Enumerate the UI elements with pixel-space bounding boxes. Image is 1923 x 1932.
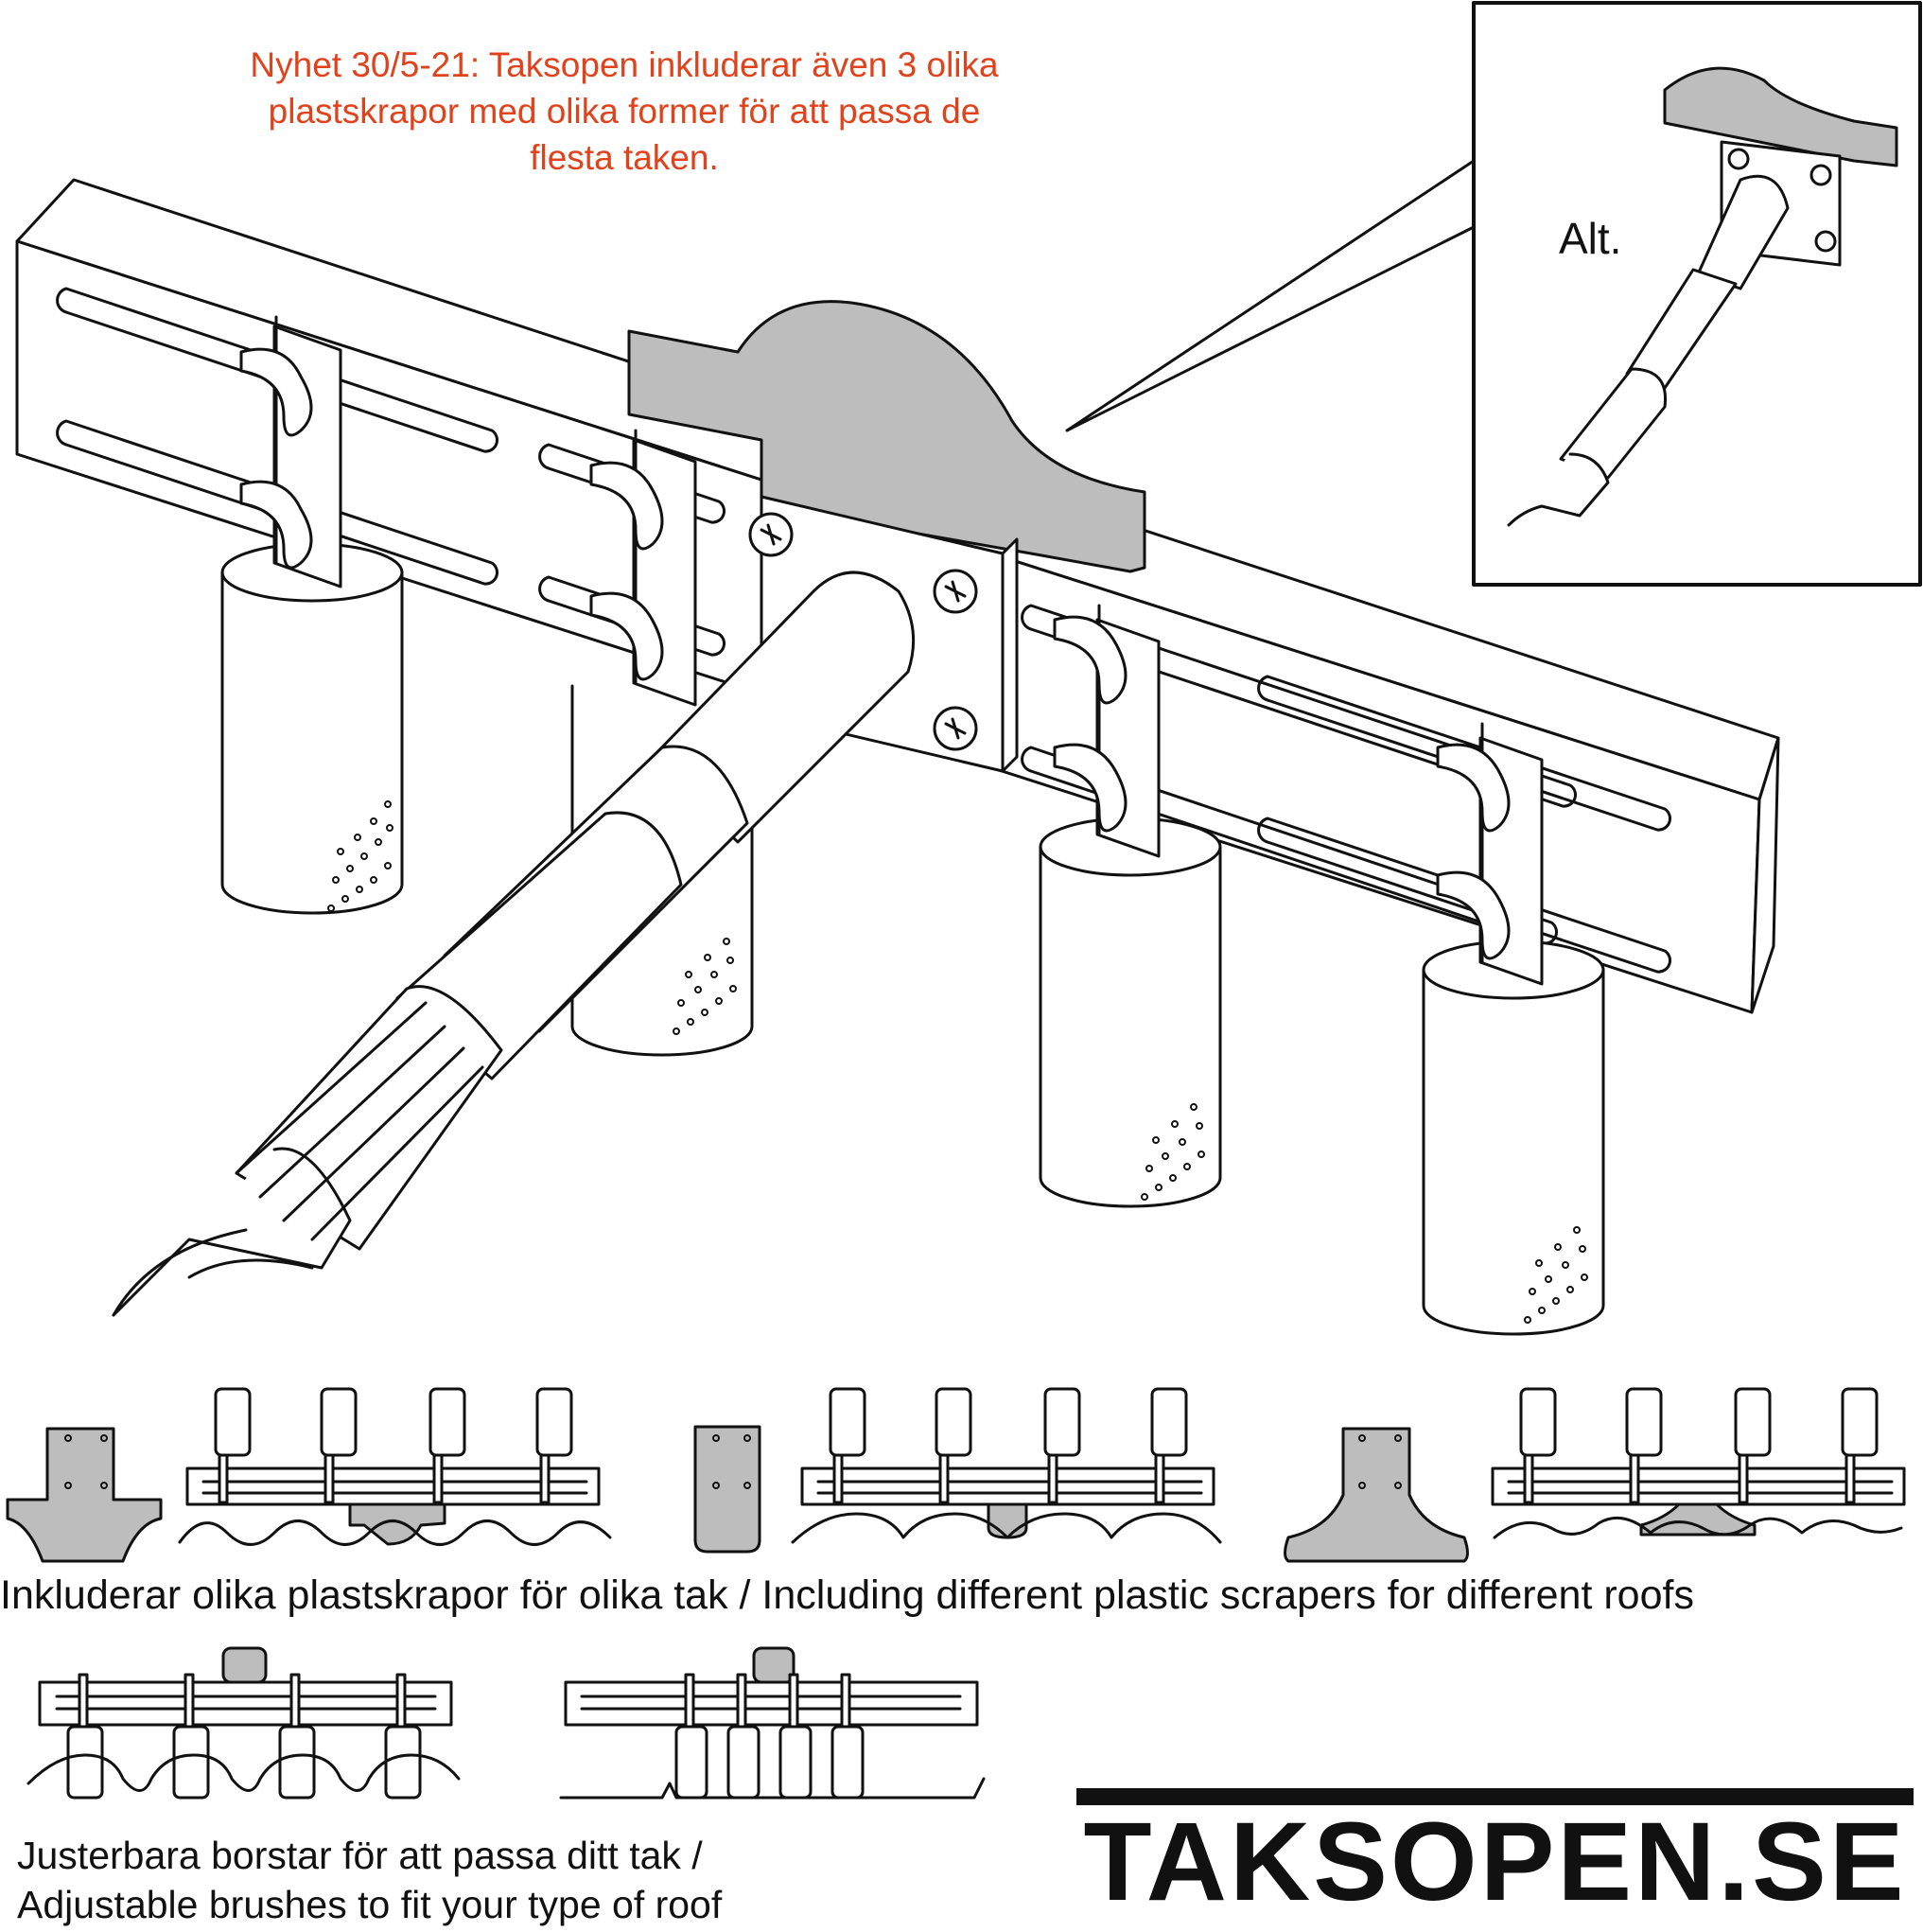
screw: [933, 706, 978, 751]
scraper-variant-1: [6, 1427, 163, 1563]
brush-bracket: [1053, 604, 1161, 858]
brush: [220, 542, 404, 915]
wing-nut: [589, 461, 664, 551]
brush-bracket: [239, 315, 342, 588]
new-feature-notice: Nyhet 30/5-21: Taksopen inkluderar även …: [250, 45, 999, 177]
scraper-variant-2: [693, 1425, 761, 1554]
brush: [1422, 940, 1605, 1336]
rail-slot: [56, 287, 498, 453]
screw: [748, 512, 794, 557]
scraper-variant-3: [1284, 1427, 1469, 1563]
roof-diagram-1: [178, 1387, 612, 1546]
wing-nut: [1436, 870, 1511, 960]
inset-alt-label: Alt.: [1559, 214, 1622, 263]
brush-bracket: [1436, 722, 1544, 986]
roof-diagram-3: [1491, 1387, 1906, 1539]
wing-nut: [1053, 743, 1128, 833]
brush-bracket: [589, 429, 697, 707]
inset-alt-view: [1472, 1, 1922, 587]
callout-pointer: [1065, 159, 1476, 432]
wing-nut: [239, 347, 313, 437]
logo-bar: [1076, 1788, 1914, 1805]
plastic-scraper: [627, 300, 1146, 573]
rail-slot: [1257, 675, 1671, 832]
adjustable-brush-diagram-1: [26, 1646, 461, 1800]
rail-slot: [1257, 817, 1671, 974]
wing-nut: [1053, 615, 1128, 705]
handle-pole: [112, 571, 916, 1317]
rail-slot: [1021, 604, 1577, 808]
wing-nut: [589, 591, 664, 681]
scrapers-caption: Inkluderar olika plastskrapor för olika …: [0, 1572, 1694, 1618]
brush: [1039, 817, 1222, 1208]
adjustable-brush-diagram-2: [559, 1646, 986, 1800]
screw: [933, 569, 978, 614]
wing-nut: [239, 480, 313, 570]
taksopen-logo: TAKSOPEN.SE: [1083, 1800, 1907, 1924]
rail-slot: [538, 575, 725, 657]
rail-slot: [56, 419, 498, 586]
rail-slot: [538, 443, 725, 524]
wing-nut: [1436, 743, 1511, 833]
brushes-caption: Justerbara borstar för att passa ditt ta…: [17, 1834, 723, 1926]
roof-diagram-2: [791, 1387, 1222, 1544]
